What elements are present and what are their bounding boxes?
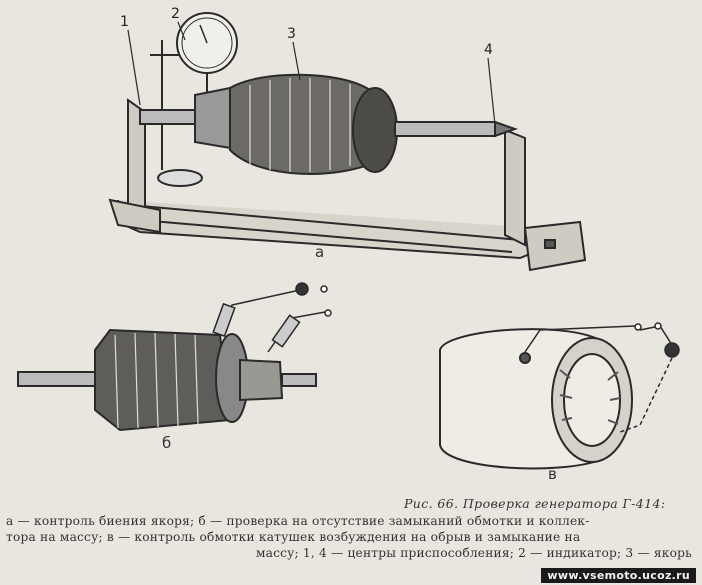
armature-a (139, 73, 519, 175)
callout-1: 1 (120, 14, 129, 30)
caption-body: а — контроль биения якоря; б — проверка … (6, 513, 696, 561)
callout-3: 3 (287, 26, 296, 42)
stator-housing-c (439, 328, 633, 470)
watermark-link[interactable]: www.vsemoto.ucoz.ru (541, 568, 696, 583)
part-label-b: б (162, 434, 172, 452)
caption-line: массу; 1, 4 — центры приспособления; 2 —… (255, 546, 692, 560)
part-label-c: в (548, 465, 557, 483)
callout-2: 2 (171, 6, 180, 22)
caption-line: а — контроль биения якоря; б — проверка … (6, 514, 590, 528)
dial-indicator (150, 12, 238, 187)
armature-b (17, 328, 317, 432)
test-leads-b (212, 282, 332, 353)
part-label-a: а (315, 243, 325, 261)
caption-line: тора на массу; в — контроль обмотки кату… (6, 530, 581, 544)
test-leads-c (524, 322, 680, 433)
figure-illustration (17, 12, 680, 470)
fixture-stand (108, 98, 587, 272)
callout-4: 4 (484, 42, 493, 58)
caption-title: Рис. 66. Проверка генератора Г-414: (404, 496, 666, 511)
callout-leaders (127, 21, 496, 126)
